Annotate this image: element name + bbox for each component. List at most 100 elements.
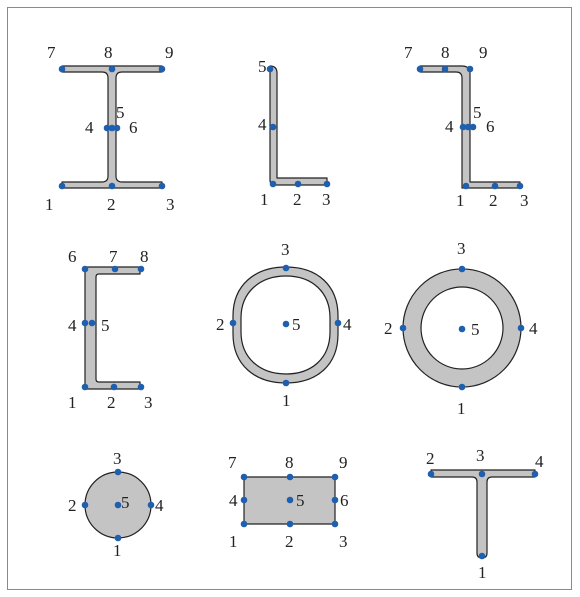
i-beam-point-6 — [113, 124, 121, 132]
rounded-box-label-4: 4 — [343, 315, 352, 334]
solid-circle-label-2: 2 — [68, 496, 77, 515]
rectangle-label-5: 5 — [296, 491, 305, 510]
tee-point-2 — [427, 470, 435, 478]
channel-label-8: 8 — [140, 247, 149, 266]
rounded-box-point-1 — [282, 379, 290, 387]
pipe-point-1 — [458, 383, 466, 391]
angle-point-4 — [269, 123, 277, 131]
solid-circle-point-3 — [114, 468, 122, 476]
rectangle-label-3: 3 — [339, 532, 348, 551]
z-section-label-2: 2 — [489, 191, 498, 210]
angle-point-2 — [294, 180, 302, 188]
rectangle-label-6: 6 — [340, 491, 349, 510]
rectangle-point-6 — [331, 496, 339, 504]
z-section-point-5 — [464, 123, 472, 131]
angle-label-3: 3 — [322, 190, 331, 209]
angle-label-5: 5 — [258, 57, 267, 76]
rounded-box-point-3 — [282, 264, 290, 272]
solid-circle-point-1 — [114, 534, 122, 542]
angle-point-5 — [266, 65, 274, 73]
tee-label-1: 1 — [478, 563, 487, 582]
rectangle-point-7 — [240, 473, 248, 481]
z-section-point-6 — [469, 123, 477, 131]
channel-label-6: 6 — [68, 247, 77, 266]
i-beam-label-1: 1 — [45, 195, 54, 214]
angle-shape — [269, 65, 328, 186]
pipe-label-4: 4 — [529, 319, 538, 338]
tee-label-3: 3 — [476, 446, 485, 465]
z-section-label-4: 4 — [445, 117, 454, 136]
channel-point-1 — [81, 383, 89, 391]
pipe-point-2 — [399, 324, 407, 332]
rounded-box-label-2: 2 — [216, 315, 225, 334]
rounded-box-label-3: 3 — [281, 240, 290, 259]
solid-circle-point-2 — [81, 501, 89, 509]
angle-label-1: 1 — [260, 190, 269, 209]
rectangle-point-4 — [240, 496, 248, 504]
rounded-box-point-4 — [334, 319, 342, 327]
i-beam-label-8: 8 — [104, 43, 113, 62]
channel-point-5 — [88, 319, 96, 327]
angle-point-3 — [323, 180, 331, 188]
rounded-box-label-5: 5 — [292, 315, 301, 334]
i-beam-label-6: 6 — [129, 118, 138, 137]
z-section-label-6: 6 — [486, 117, 495, 136]
tee-label-2: 2 — [426, 449, 435, 468]
i-beam-point-1 — [58, 182, 66, 190]
pipe-point-4 — [517, 324, 525, 332]
channel-label-7: 7 — [109, 247, 118, 266]
channel-point-8 — [137, 265, 145, 273]
tee-point-4 — [531, 470, 539, 478]
rectangle-label-7: 7 — [228, 453, 237, 472]
solid-circle-label-5: 5 — [121, 493, 130, 512]
i-beam-label-5: 5 — [116, 103, 125, 122]
i-beam-label-9: 9 — [165, 43, 174, 62]
channel-label-1: 1 — [68, 393, 77, 412]
rectangle-point-2 — [286, 520, 294, 528]
z-section-point-1 — [462, 182, 470, 190]
channel-point-7 — [111, 265, 119, 273]
tee-point-1 — [478, 552, 486, 560]
z-section-point-3 — [516, 182, 524, 190]
tee-shape — [430, 469, 536, 559]
rectangle-point-5 — [286, 496, 294, 504]
rectangle-label-2: 2 — [285, 532, 294, 551]
z-section-label-3: 3 — [520, 191, 529, 210]
rectangle-point-3 — [331, 520, 339, 528]
z-section-point-9 — [466, 65, 474, 73]
i-beam-point-5 — [108, 124, 116, 132]
angle-point-1 — [269, 180, 277, 188]
z-section-point-8 — [441, 65, 449, 73]
tee-point-3 — [478, 470, 486, 478]
rounded-box-shape — [232, 266, 339, 384]
rectangle-label-9: 9 — [339, 453, 348, 472]
rectangle-point-8 — [286, 473, 294, 481]
i-beam-label-2: 2 — [107, 195, 116, 214]
z-section-point-4 — [459, 123, 467, 131]
i-beam-point-9 — [158, 65, 166, 73]
z-section-label-1: 1 — [456, 191, 465, 210]
channel-point-3 — [137, 383, 145, 391]
rounded-box-point-5 — [282, 320, 290, 328]
pipe-label-5: 5 — [471, 320, 480, 339]
tee-label-4: 4 — [535, 452, 544, 471]
channel-shape — [84, 266, 141, 390]
solid-circle-label-1: 1 — [113, 541, 122, 560]
pipe-label-1: 1 — [457, 399, 466, 418]
channel-label-3: 3 — [144, 393, 153, 412]
channel-label-4: 4 — [68, 316, 77, 335]
rectangle-point-9 — [331, 473, 339, 481]
section-tee: 1 2 3 4 — [426, 446, 544, 582]
rectangle-label-1: 1 — [229, 532, 238, 551]
rectangle-point-1 — [240, 520, 248, 528]
i-beam-point-2 — [108, 182, 116, 190]
channel-point-2 — [110, 383, 118, 391]
z-section-label-8: 8 — [441, 43, 450, 62]
rectangle-label-4: 4 — [229, 491, 238, 510]
solid-circle-point-5 — [114, 501, 122, 509]
